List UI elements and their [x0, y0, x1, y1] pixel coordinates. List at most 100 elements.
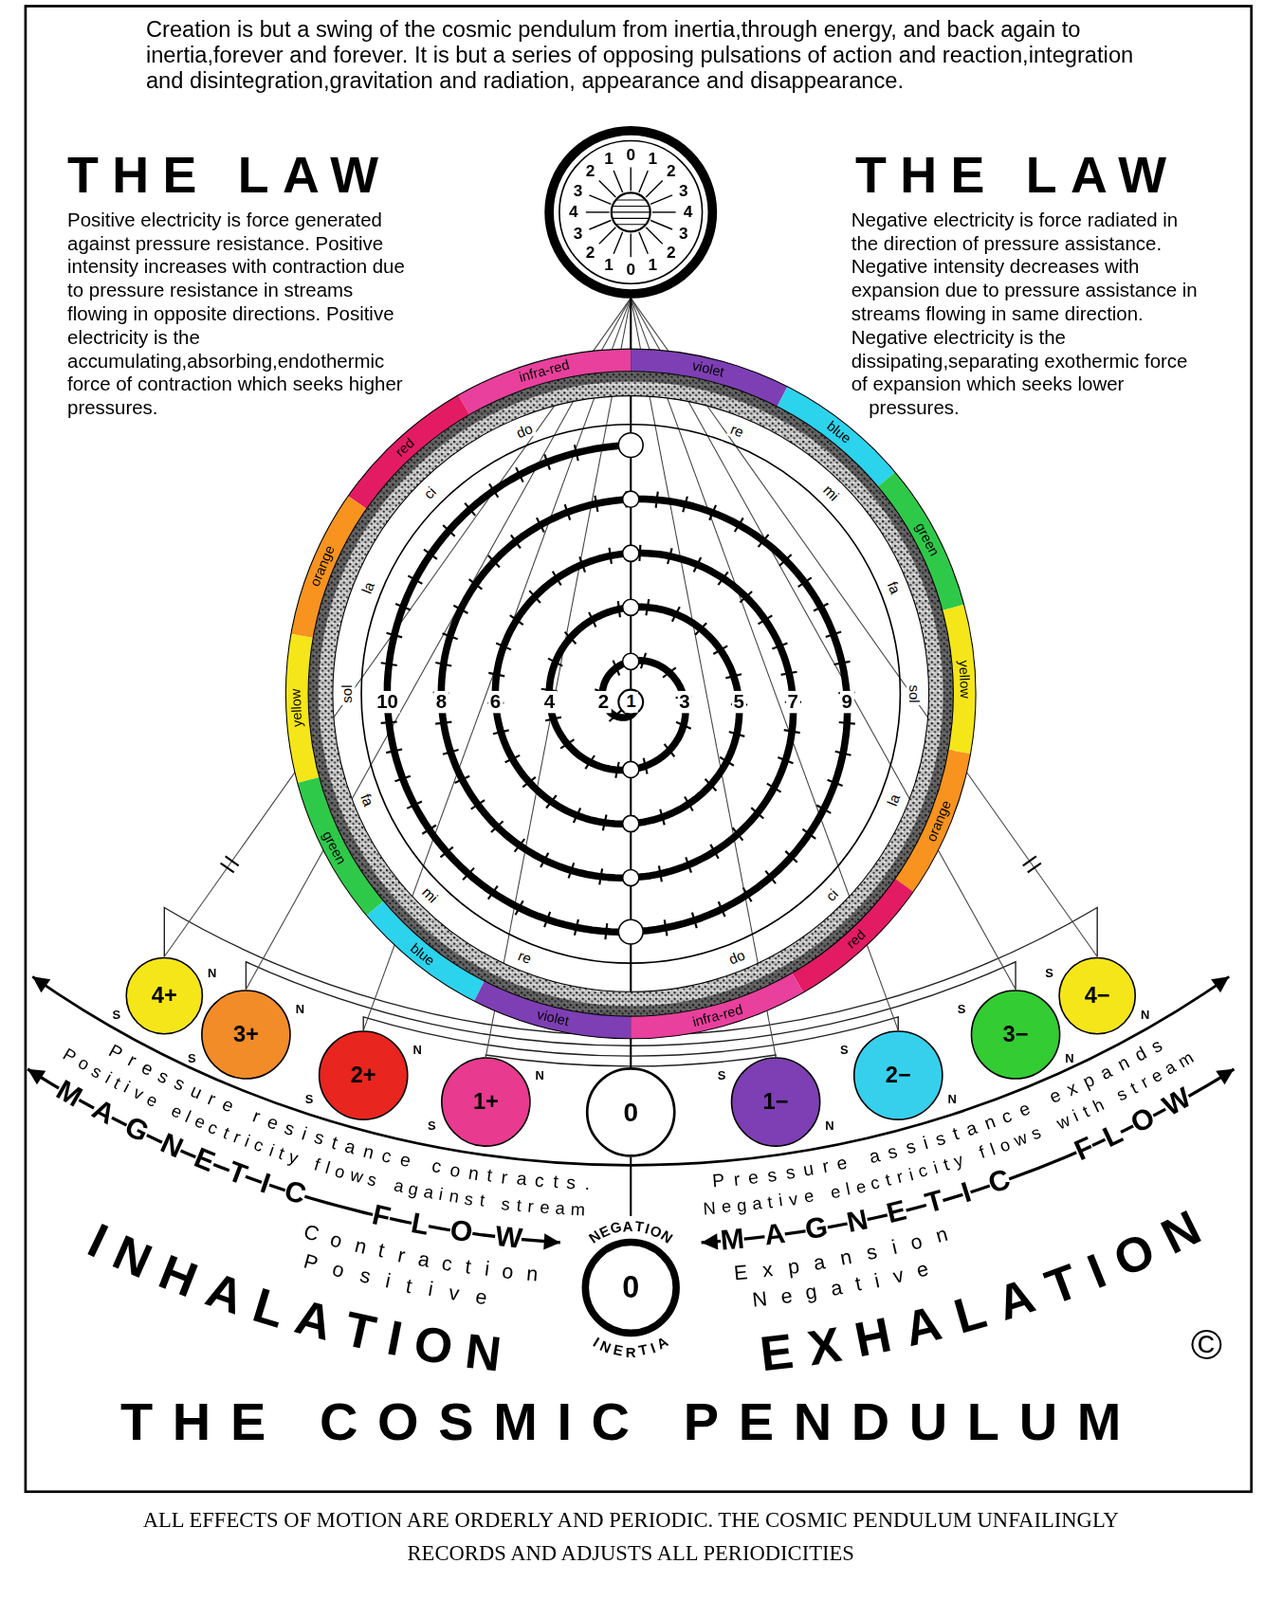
glyph [966, 1147, 977, 1168]
spiral-tick [565, 504, 570, 520]
glyph: v [447, 1281, 461, 1305]
glyph: t [551, 1172, 559, 1194]
spiral-tick [421, 825, 437, 835]
pole-letter: N [1064, 1052, 1074, 1067]
spiral-tick [574, 919, 579, 936]
spiral-tick [455, 776, 471, 784]
glyph: P [59, 1045, 80, 1069]
glyph: i [920, 1134, 931, 1155]
spiral-tick [710, 844, 718, 860]
glyph: e [191, 1112, 208, 1135]
glyph: T [633, 1219, 644, 1237]
glyph: u [187, 1081, 206, 1105]
glyph: a [963, 1118, 980, 1142]
spiral-tick [579, 556, 586, 572]
glyph: N [1153, 1201, 1210, 1265]
spiral-tick [771, 642, 788, 649]
spiral-tick [694, 557, 702, 573]
spiral-tick [442, 525, 455, 537]
spiral-tick [719, 757, 734, 767]
glyph: i [437, 1186, 445, 1207]
note-name: sol [906, 682, 923, 706]
glyph: N [155, 1128, 187, 1166]
glyph: P [105, 1041, 127, 1065]
glyph: a [812, 1250, 828, 1275]
spiral-tick [695, 622, 707, 635]
glyph: p [1080, 1070, 1099, 1094]
spiral-tick [471, 800, 485, 810]
glyph: e [474, 1284, 489, 1309]
arrowhead [1210, 976, 1229, 993]
speckle-band [320, 384, 941, 1005]
glyph: I [382, 1312, 406, 1369]
glyph: n [981, 1112, 998, 1136]
glyph: n [361, 1141, 377, 1164]
spiral-number: 3 [677, 691, 693, 715]
spiral-tick [784, 730, 801, 733]
glyph: i [872, 1268, 882, 1292]
spiral-tick [510, 615, 524, 625]
spiral-tick [662, 667, 677, 678]
glyph: c [916, 1161, 931, 1183]
spiral-tick [732, 827, 744, 841]
glyph: s [311, 1128, 328, 1151]
spectrum-label: yellow [954, 659, 972, 699]
clock-ring [549, 130, 713, 294]
arrowhead [701, 1233, 719, 1250]
clock-spoke [630, 234, 632, 258]
glyph: A [622, 1219, 635, 1236]
glyph: r [230, 1128, 243, 1149]
clock-number: 1 [604, 150, 614, 170]
spiral-tick [664, 919, 668, 936]
glyph: x [1063, 1079, 1081, 1101]
spiral-tick [825, 631, 842, 637]
pole-letter: S [427, 1119, 437, 1135]
note-name: ci [820, 883, 843, 906]
glyph: i [384, 1269, 394, 1293]
glyph: r [395, 1243, 407, 1267]
charge-circle: 0 [586, 1067, 677, 1158]
glyph: a [416, 1246, 432, 1271]
charge-circle: 1− [731, 1057, 822, 1148]
glyph: N [702, 1199, 717, 1220]
glyph: N [843, 1204, 871, 1240]
glyph: s [766, 1166, 778, 1188]
ring-edge [285, 348, 976, 1040]
glyph: c [380, 1146, 394, 1169]
spiral-tick [439, 847, 453, 859]
clock-number: 3 [573, 224, 584, 244]
spiral-tick [765, 871, 776, 884]
glyph: f [977, 1144, 989, 1165]
glyph: u [802, 1160, 816, 1183]
pole-letter: N [947, 1093, 956, 1108]
spiral-tick [709, 505, 716, 521]
glyph: f [311, 1156, 323, 1177]
glyph: l [182, 1108, 194, 1128]
glyph: n [838, 1245, 854, 1270]
glyph: t [766, 1193, 774, 1214]
glyph: A [86, 1094, 120, 1132]
glyph [818, 1185, 827, 1206]
clock-number: 2 [586, 243, 596, 263]
glyph: y [286, 1148, 301, 1170]
glyph: R [625, 1344, 637, 1361]
spiral-tick [613, 660, 621, 677]
glyph: m [1174, 1048, 1197, 1073]
spiral-tick [469, 579, 483, 589]
spiral-tick [667, 548, 673, 565]
charge-value: 4+ [151, 984, 178, 1008]
note-name: mi [818, 480, 844, 507]
charge-circle: 2+ [318, 1030, 409, 1121]
spiral-tick [488, 555, 500, 568]
pole-letter: S [957, 1003, 967, 1018]
note-ring [332, 396, 930, 993]
charge-circle: 4− [1058, 956, 1136, 1035]
glyph: t [883, 1172, 894, 1192]
glyph: L [1098, 1117, 1128, 1154]
circle-shape [319, 1031, 408, 1120]
spiral-tick [536, 517, 545, 532]
clock-number: 2 [666, 163, 677, 183]
spiral-tick [645, 599, 649, 616]
glyph: E [883, 1195, 910, 1231]
glyph: a [1161, 1059, 1180, 1081]
